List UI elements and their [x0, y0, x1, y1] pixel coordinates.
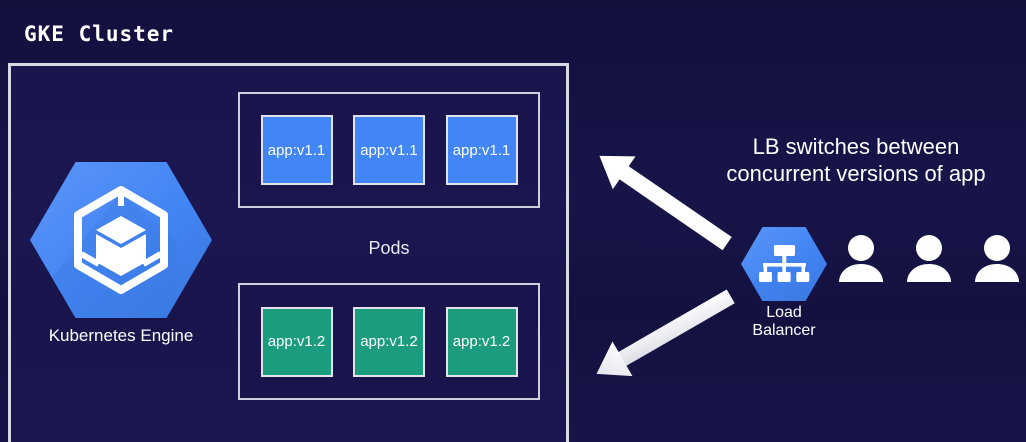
page-title: GKE Cluster — [24, 22, 175, 46]
lb-to-v12-arrow — [596, 289, 735, 377]
load-balancer-label-line-1: Load — [766, 304, 802, 321]
kubernetes-engine-label: Kubernetes Engine — [48, 326, 194, 345]
pod-v12[interactable]: app:v1.2 — [445, 306, 518, 377]
kubernetes-engine-hexagon-icon — [30, 160, 212, 320]
pod-v11[interactable]: app:v1.1 — [353, 115, 425, 185]
load-balancer-hexagon-icon — [741, 227, 827, 301]
pod-group-v12: app:v1.2 app:v1.2 app:v1.2 — [238, 283, 540, 400]
pod-v11[interactable]: app:v1.1 — [445, 115, 518, 185]
pod-group-v11: app:v1.1 app:v1.1 app:v1.1 — [238, 92, 540, 208]
load-balancer-label: Load Balancer — [741, 304, 827, 341]
pod-v12[interactable]: app:v1.2 — [353, 306, 425, 377]
annotation-line-1: LB switches between — [752, 134, 960, 159]
pod-v12[interactable]: app:v1.2 — [260, 306, 333, 377]
annotation-text: LB switches between concurrent versions … — [686, 134, 1026, 188]
load-balancer-node[interactable]: Load Balancer — [741, 226, 827, 341]
load-balancer-label-line-2: Balancer — [752, 322, 816, 340]
pod-v11[interactable]: app:v1.1 — [260, 115, 333, 185]
user-icon — [907, 235, 951, 282]
user-icon — [975, 235, 1019, 282]
pods-label: Pods — [368, 238, 410, 258]
user-icon — [839, 235, 883, 282]
annotation-line-2: concurrent versions of app — [726, 160, 986, 186]
kubernetes-engine-node[interactable]: Kubernetes Engine — [30, 160, 212, 346]
users-group — [836, 234, 1022, 284]
